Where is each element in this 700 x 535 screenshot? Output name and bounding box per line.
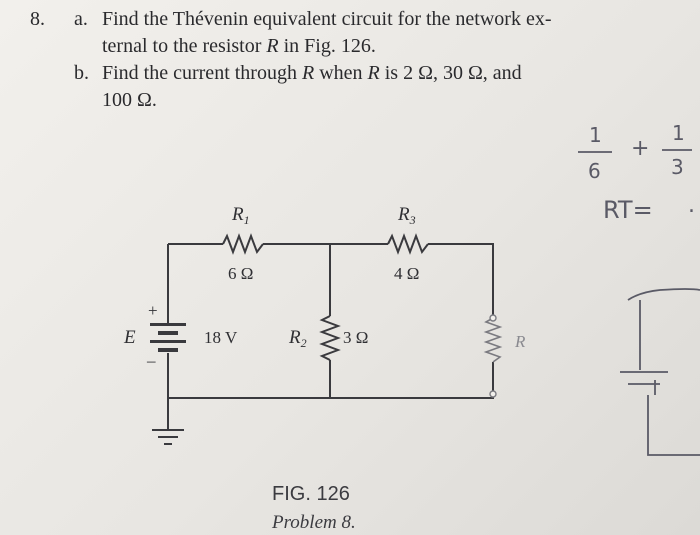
part-b-label: b. (74, 62, 89, 84)
load-label: R (514, 332, 526, 351)
terminal-bottom (489, 390, 497, 398)
source-value: 18 V (204, 328, 238, 347)
drawn-bracket (627, 288, 700, 301)
figure-caption: FIG. 126 (272, 483, 350, 505)
source-minus: – (146, 351, 156, 370)
ground-lines (152, 429, 184, 445)
battery-symbol (150, 323, 186, 352)
resistor-r1 (222, 233, 264, 255)
drawn-battery-lines (620, 371, 668, 385)
part-a-line-2: ternal to the resistor R in Fig. 126. (102, 35, 376, 57)
resistor-r2 (319, 315, 341, 361)
part-b-line-2: 100 Ω. (102, 89, 157, 111)
part-a-line-1: Find the Thévenin equivalent circuit for… (102, 8, 552, 30)
resistor-r3 (387, 233, 429, 255)
terminal-top (489, 314, 497, 322)
problem-number: 8. (30, 8, 45, 30)
wire-top-right (428, 243, 494, 318)
r2-value: 3 Ω (343, 328, 368, 347)
frac1-den: 6 (588, 159, 601, 183)
source-plus: + (148, 301, 158, 320)
drawn-bottom (647, 395, 700, 456)
resistor-load (483, 317, 503, 363)
handwriting-marks (578, 149, 700, 456)
source-label: E (123, 327, 136, 348)
r3-label: R3 (397, 204, 416, 227)
wire-bottom (168, 362, 494, 399)
hand-plus: + (631, 136, 649, 161)
r1-label: R1 (231, 204, 250, 227)
hand-dot: . (688, 193, 695, 218)
hand-rt: RT= (603, 196, 653, 224)
r2-label: R2 (288, 327, 307, 350)
frac2-den: 3 (671, 155, 684, 179)
frac2-num: 1 (672, 121, 685, 145)
part-a-label: a. (74, 8, 88, 30)
r3-value: 4 Ω (394, 264, 419, 283)
r1-value: 6 Ω (228, 264, 253, 283)
problem-caption: Problem 8. (272, 512, 356, 533)
part-b-line-1: Find the current through R when R is 2 Ω… (102, 62, 522, 84)
frac1-num: 1 (589, 123, 602, 147)
